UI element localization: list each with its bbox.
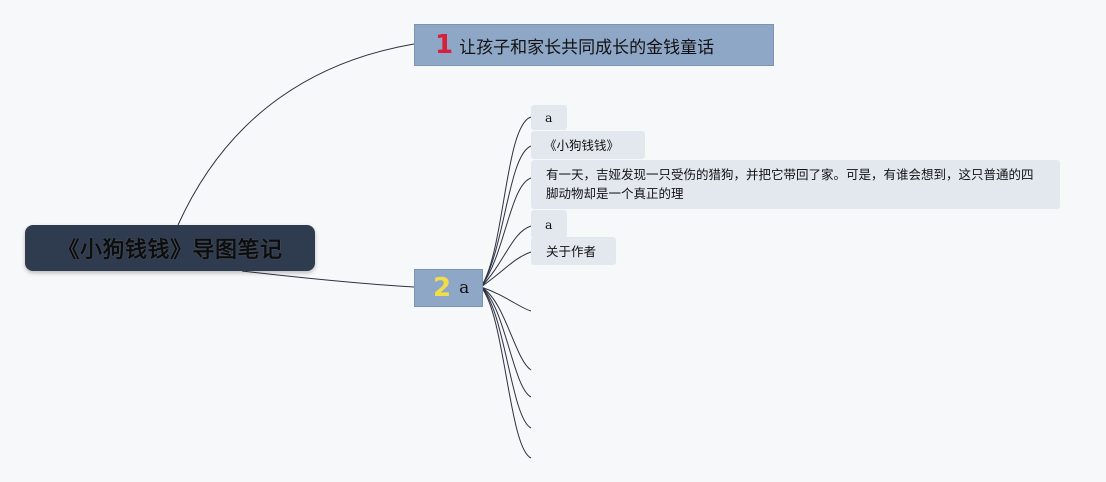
branch-topic-2[interactable]: 2 a bbox=[414, 269, 483, 307]
root-topic-title: 《小狗钱钱》导图笔记 bbox=[57, 238, 283, 263]
connector-root-to-branch-1 bbox=[177, 43, 415, 226]
connector-branch-2-to-leaf-5 bbox=[480, 251, 532, 288]
branch-1-label: 让孩子和家长共同成长的金钱童话 bbox=[459, 37, 715, 58]
connector-branch-2-to-leaf-1 bbox=[480, 116, 532, 288]
subtopic-about-author-text: 关于作者 bbox=[546, 244, 597, 259]
connector-branch-2-to-leaf-4 bbox=[480, 225, 532, 288]
subtopic-story-summary[interactable]: 有一天，吉娅发现一只受伤的猎狗，并把它带回了家。可是，有谁会想到，这只普通的四脚… bbox=[531, 160, 1060, 209]
connector-branch-2-to-empty-2 bbox=[480, 286, 532, 371]
connector-branch-2-to-empty-5 bbox=[480, 286, 532, 459]
subtopic-book-title-text: 《小狗钱钱》 bbox=[544, 138, 620, 153]
connector-branch-2-to-leaf-3 bbox=[480, 177, 532, 288]
connector-branch-2-to-empty-3 bbox=[480, 286, 532, 398]
branch-topic-1[interactable]: 1 让孩子和家长共同成长的金钱童话 bbox=[414, 24, 774, 66]
subtopic-a-2-text: a bbox=[545, 217, 553, 232]
subtopic-story-summary-text: 有一天，吉娅发现一只受伤的猎狗，并把它带回了家。可是，有谁会想到，这只普通的四脚… bbox=[546, 167, 1034, 201]
subtopic-a-1-text: a bbox=[545, 110, 553, 125]
connector-branch-2-to-leaf-2 bbox=[480, 145, 532, 288]
branch-2-label: a bbox=[459, 278, 470, 298]
subtopic-about-author[interactable]: 关于作者 bbox=[531, 237, 616, 265]
subtopic-a-1[interactable]: a bbox=[531, 105, 567, 130]
subtopic-book-title[interactable]: 《小狗钱钱》 bbox=[531, 131, 645, 159]
connector-root-to-branch-2 bbox=[241, 270, 415, 288]
number-two-icon: 2 bbox=[433, 273, 452, 303]
subtopic-a-2[interactable]: a bbox=[531, 210, 567, 238]
connector-branch-2-to-empty-4 bbox=[480, 286, 532, 429]
number-one-icon: 1 bbox=[435, 30, 454, 60]
root-topic[interactable]: 《小狗钱钱》导图笔记 bbox=[25, 225, 315, 271]
connector-branch-2-to-empty-1 bbox=[480, 286, 532, 312]
